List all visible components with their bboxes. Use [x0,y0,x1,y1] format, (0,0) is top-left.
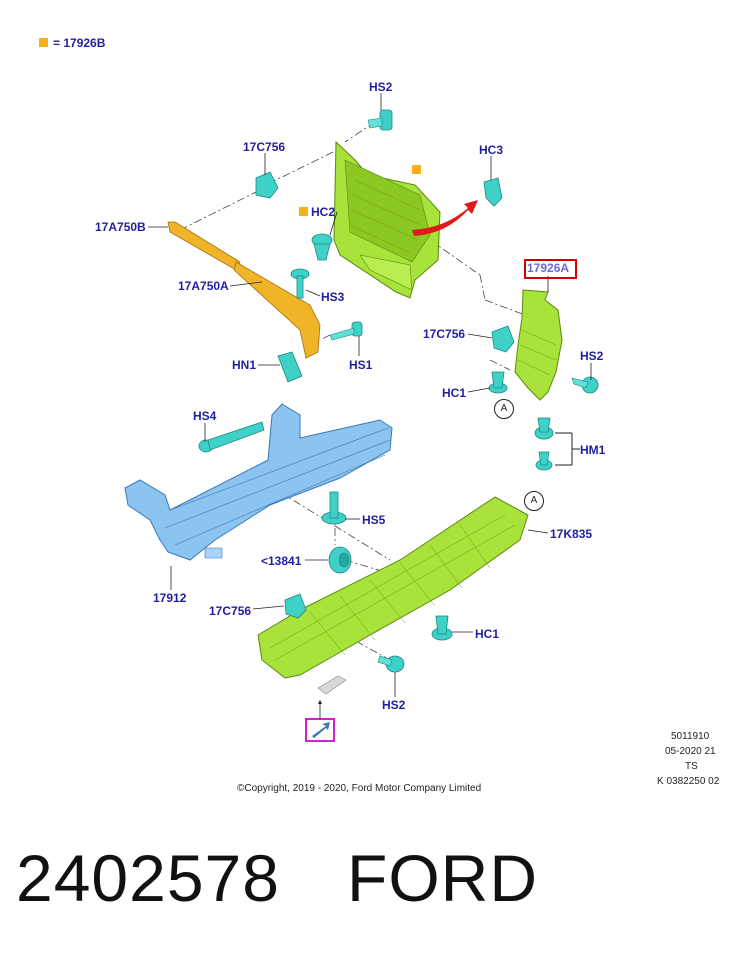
label-hn1: HN1 [232,358,257,372]
17c756-bottom-clip [284,593,307,619]
hn1-nut [277,351,303,383]
ref-line-2: 05-2020 21 [665,746,716,757]
brand-name: FORD [347,841,538,915]
hs2-top-screw [367,109,393,131]
13841-grommet [328,546,352,574]
hm1-clips [534,417,554,471]
hc1-bottom-clip [431,615,453,641]
label-hs5: HS5 [362,513,386,527]
legend-marker-hc2 [299,207,308,216]
legend-text: = 17926B [53,36,106,50]
17c756-top-clip [255,171,279,199]
label-hs2-top: HS2 [369,80,393,94]
view-arrow-icon [312,722,330,738]
legend-marker-upper [412,165,421,174]
copyright-text: ©Copyright, 2019 - 2020, Ford Motor Comp… [237,783,482,794]
17a750b-bracket [167,221,241,271]
label-17k835: 17K835 [550,527,593,541]
label-hs2-bottom: HS2 [382,698,406,712]
label-17c756-bottom: 17C756 [209,604,252,618]
upper-air-deflector [333,140,441,299]
hs3-screw [290,268,310,299]
label-hc3: HC3 [479,143,504,157]
17k835-lower-shield [257,496,529,679]
hs5-screw [321,491,347,525]
label-17a750b: 17A750B [95,220,146,234]
label-hs4: HS4 [193,409,217,423]
label-17926a: 17926A [527,261,570,275]
ref-line-4: K 0382250 02 [657,776,720,787]
label-hs3: HS3 [321,290,345,304]
hs4-bolt [198,421,265,453]
hs2-bottom-screw [377,655,405,673]
legend-color-swatch [39,38,48,47]
ref-line-3: TS [685,761,698,772]
hm1-bracket [555,432,580,466]
17a750a-bracket [233,261,321,359]
callout-a-upper: A [494,399,514,419]
direction-arrow [412,200,478,236]
17912-crossmember [124,403,393,561]
hs1-screw [329,321,363,341]
label-hc2: HC2 [311,205,336,219]
hc3-clip [483,177,503,207]
label-13841: <13841 [261,554,302,568]
label-17a750a: 17A750A [178,279,229,293]
hc1-mid-clip [488,371,508,394]
hs2-mid-screw [571,376,599,394]
label-hs2-mid: HS2 [580,349,604,363]
callout-a-lower: A [524,491,544,511]
label-hm1: HM1 [580,443,606,457]
hc2-clip [311,233,333,261]
label-hs1: HS1 [349,358,373,372]
label-hc1-bottom: HC1 [475,627,500,641]
label-hc1-mid: HC1 [442,386,467,400]
ref-line-1: 5011910 [671,731,710,742]
label-17c756-mid: 17C756 [423,327,466,341]
17c756-mid-clip [491,325,515,353]
part-number: 2402578 [16,841,280,915]
label-leaders [148,93,592,697]
grey-pad [317,675,347,695]
label-17c756-top: 17C756 [243,140,286,154]
17926a-deflector [514,289,563,401]
highlight-box-17926a [524,259,577,279]
label-17912: 17912 [153,591,187,605]
